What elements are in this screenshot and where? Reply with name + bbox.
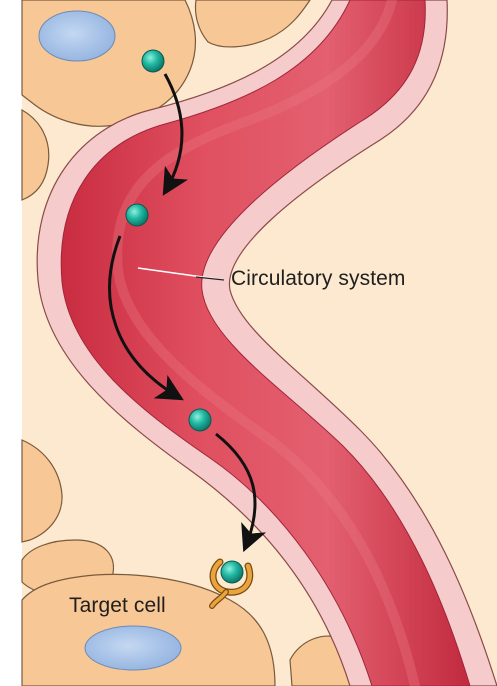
hormone-molecule-icon xyxy=(189,409,211,431)
hormone-molecule-icon xyxy=(221,561,243,583)
circulatory-system-label: Circulatory system xyxy=(231,267,406,291)
hormone-molecule-icon xyxy=(142,50,164,72)
secreting-cell-nucleus xyxy=(39,11,115,61)
target-cell-label: Target cell xyxy=(69,594,166,618)
hormone-molecule-icon xyxy=(126,204,148,226)
target-cell-nucleus xyxy=(85,626,181,670)
